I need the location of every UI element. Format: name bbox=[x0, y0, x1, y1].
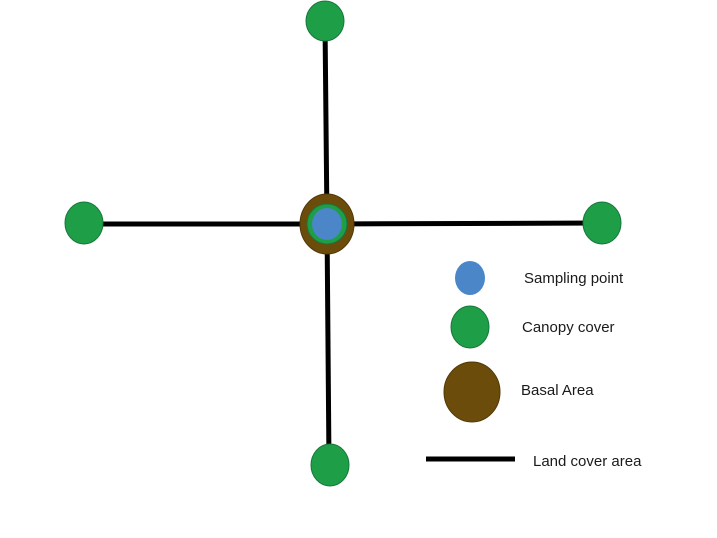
legend-canopy-cover-symbol bbox=[450, 305, 490, 349]
sampling-point-center bbox=[312, 208, 342, 240]
legend-sampling-point-symbol bbox=[455, 261, 485, 295]
transect-line-south bbox=[324, 223, 332, 465]
canopy-cover-north bbox=[305, 0, 345, 42]
legend-canopy-cover-label: Canopy cover bbox=[522, 319, 615, 336]
canopy-cover-east bbox=[582, 201, 622, 245]
transect-line-north bbox=[322, 21, 330, 225]
canopy-cover-west bbox=[64, 201, 104, 245]
canopy-cover-south bbox=[310, 443, 350, 487]
legend-land-cover-area-label: Land cover area bbox=[533, 453, 642, 470]
legend-sampling-point-label: Sampling point bbox=[524, 270, 624, 287]
transect-line-east bbox=[326, 220, 603, 227]
legend-basal-area-label: Basal Area bbox=[521, 382, 594, 399]
legend: Sampling point Canopy cover Basal Area L… bbox=[426, 261, 642, 470]
legend-basal-area-symbol bbox=[443, 361, 501, 423]
